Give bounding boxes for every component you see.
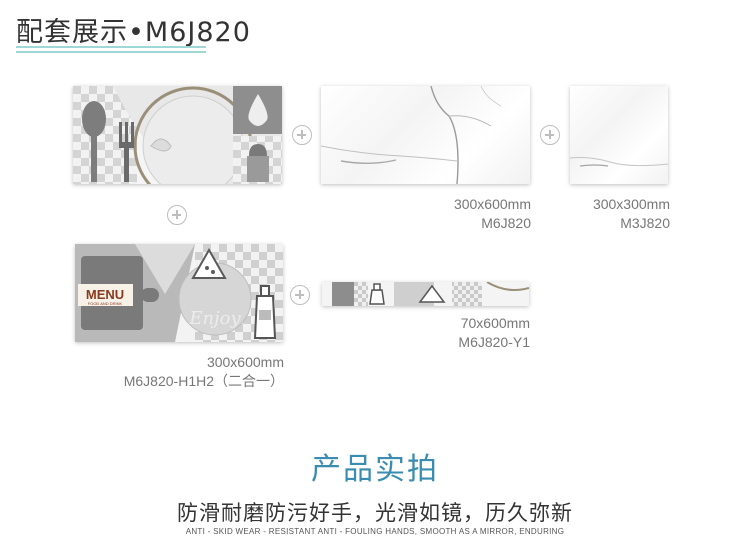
tile-decor-menu: MENU FOOD AND DRINK Enjoy: [75, 244, 283, 342]
caption-code: M6J820-H1H2（二合一）: [123, 373, 284, 389]
drop-icon: [248, 94, 268, 126]
tile-marble-m6j820: [321, 86, 530, 184]
caption-code: M6J820-Y1: [458, 334, 530, 350]
bottle-icon: [369, 283, 385, 305]
caption-size: 300x600mm: [453, 196, 531, 212]
tile-marble-m3j820: [570, 86, 668, 184]
caption-code: M6J820: [481, 215, 531, 231]
caption-size: 300x600mm: [206, 354, 284, 370]
title-underline: [16, 46, 206, 48]
tile-border-strip-art: [322, 282, 529, 306]
pizza-icon: [418, 284, 446, 303]
caption-size: 300x300mm: [592, 196, 670, 212]
marble-vein-art: [570, 157, 668, 167]
tile-border-strip: [322, 282, 529, 306]
section-tagline: ANTI - SKID WEAR - RESISTANT ANTI - FOUL…: [185, 527, 565, 536]
script-word: Enjoy: [188, 308, 241, 329]
caption-code: M3J820: [620, 215, 670, 231]
caption-m6j820: 300x600mm M6J820: [400, 195, 531, 233]
marble-vein-art: [321, 86, 502, 184]
pizza-icon: [191, 247, 227, 279]
bottle-icon: [253, 285, 277, 339]
tile-decor-kitchen-art: [73, 86, 282, 184]
plus-icon: [292, 125, 312, 145]
section-subtitle: 防滑耐磨防污好手，光滑如镜，历久弥新: [177, 501, 573, 525]
section-title: 产品实拍: [311, 452, 439, 487]
caption-m6j820-y1: 70x600mm M6J820-Y1: [400, 314, 530, 352]
caption-m6j820-h1h2: 300x600mm M6J820-H1H2（二合一）: [60, 353, 284, 391]
caption-m3j820: 300x300mm M3J820: [540, 195, 670, 233]
menu-sublabel: FOOD AND DRINK: [88, 301, 123, 306]
caption-size: 70x600mm: [460, 315, 530, 331]
plus-icon: [540, 125, 560, 145]
page-title: 配套展示•M6J820: [16, 17, 251, 48]
plus-icon: [167, 205, 187, 225]
fork-icon: [119, 122, 134, 182]
plus-icon: [290, 285, 310, 305]
tile-decor-kitchen: [73, 86, 282, 184]
title-underline: [16, 51, 206, 53]
salt-shaker-icon: [247, 144, 269, 182]
spoon-icon: [82, 101, 106, 137]
menu-label: MENU: [86, 287, 124, 302]
tile-decor-menu-art: MENU FOOD AND DRINK Enjoy: [75, 244, 283, 342]
